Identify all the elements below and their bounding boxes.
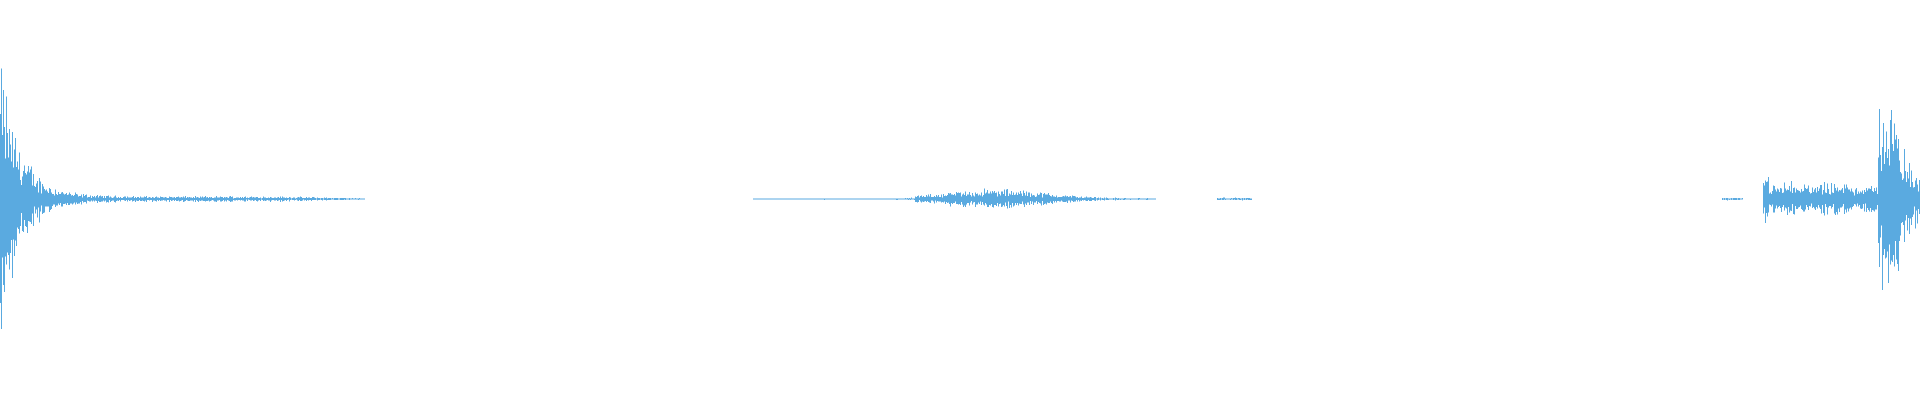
waveform-path	[0, 68, 1920, 330]
